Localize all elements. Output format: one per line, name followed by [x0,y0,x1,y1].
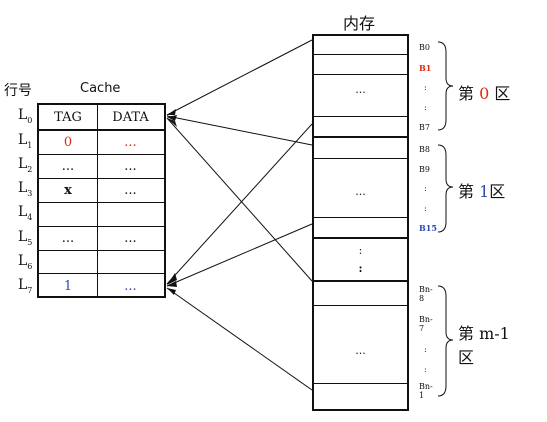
cache-row: x ... [39,178,164,202]
memory-vertical-dots: : [358,244,363,257]
arrowhead [167,281,177,287]
cache-tag-cell: ... [61,158,75,174]
line-label-4: L4 [18,204,33,222]
arrowhead [167,273,177,285]
cache-row: ... ... [39,154,164,178]
block-label-b9: B9 [419,165,430,174]
arrowhead [167,118,177,127]
block-colon: : [424,184,427,193]
cache-row: 0 ... [39,130,164,154]
cache-header-row: TAG DATA [39,105,164,129]
block-colon: : [424,83,427,92]
mapping-arrow-line [166,115,313,146]
line-label-2: L2 [18,156,33,174]
arrowhead [167,115,177,121]
block-colon: : [424,365,427,374]
cache-tag-cell: x [64,182,72,198]
mapping-arrow-line [166,223,313,287]
block-colon: : [424,345,427,354]
cache-title: Cache [80,81,121,96]
cache-tag-cell: 1 [63,278,73,294]
memory-column: ... ... : : ... [312,34,409,411]
cache-data-cell: ... [124,182,137,198]
data-column-header: DATA [112,109,149,125]
block-label-b1: B1 [419,63,432,73]
line-label-3: L3 [18,180,33,198]
cache-row: 1 ... [39,274,164,298]
block-label-b7: B7 [419,123,430,132]
mapping-arrow-line [166,123,313,285]
line-label-0: L0 [18,107,33,125]
region-1-brace [437,144,454,233]
block-label-b8: B8 [419,145,430,154]
line-label-7: L7 [18,277,33,295]
block-label-bn8: Bn-8 [419,285,433,303]
memory-ellipsis: ... [355,344,366,357]
arrowhead [167,288,176,295]
memory-ellipsis: ... [355,83,366,96]
mapping-arrow-line [166,39,313,116]
block-label-bn1: Bn-1 [419,382,433,400]
arrowhead [167,109,176,115]
mapping-arrow-line [166,117,313,282]
block-colon: : [424,204,427,213]
mapping-arrow-line [166,287,313,391]
cache-tag-cell: 0 [63,134,73,150]
cache-table: TAG DATA 0 ... ... ... x ... ... ... 1 .… [37,103,166,298]
block-label-bn7: Bn-7 [419,315,433,333]
region-0-label: 第 0 区 [458,84,511,103]
region-m-1-label: 第 m-1 区 [458,324,510,367]
region-m-brace [437,285,454,397]
block-colon: : [424,103,427,112]
cache-row: ... ... [39,226,164,250]
tag-column-header: TAG [54,109,82,125]
memory-title: 内存 [343,14,376,33]
cache-data-cell: ... [124,158,137,174]
line-label-1: L1 [18,132,33,150]
cache-tag-cell: ... [61,230,75,246]
region-1-label: 第 1区 [458,182,506,201]
block-label-b15: B15 [419,223,437,233]
memory-ellipsis: ... [355,185,366,198]
region-0-brace [437,41,454,131]
cache-data-cell: ... [124,230,137,246]
line-label-5: L5 [18,229,33,247]
memory-vertical-dots: : [358,262,363,275]
cache-data-cell: ... [124,134,137,150]
row-number-header: 行号 [4,83,32,99]
cache-data-cell: ... [124,278,137,294]
line-label-6: L6 [18,253,33,271]
block-label-b0: B0 [419,43,430,52]
